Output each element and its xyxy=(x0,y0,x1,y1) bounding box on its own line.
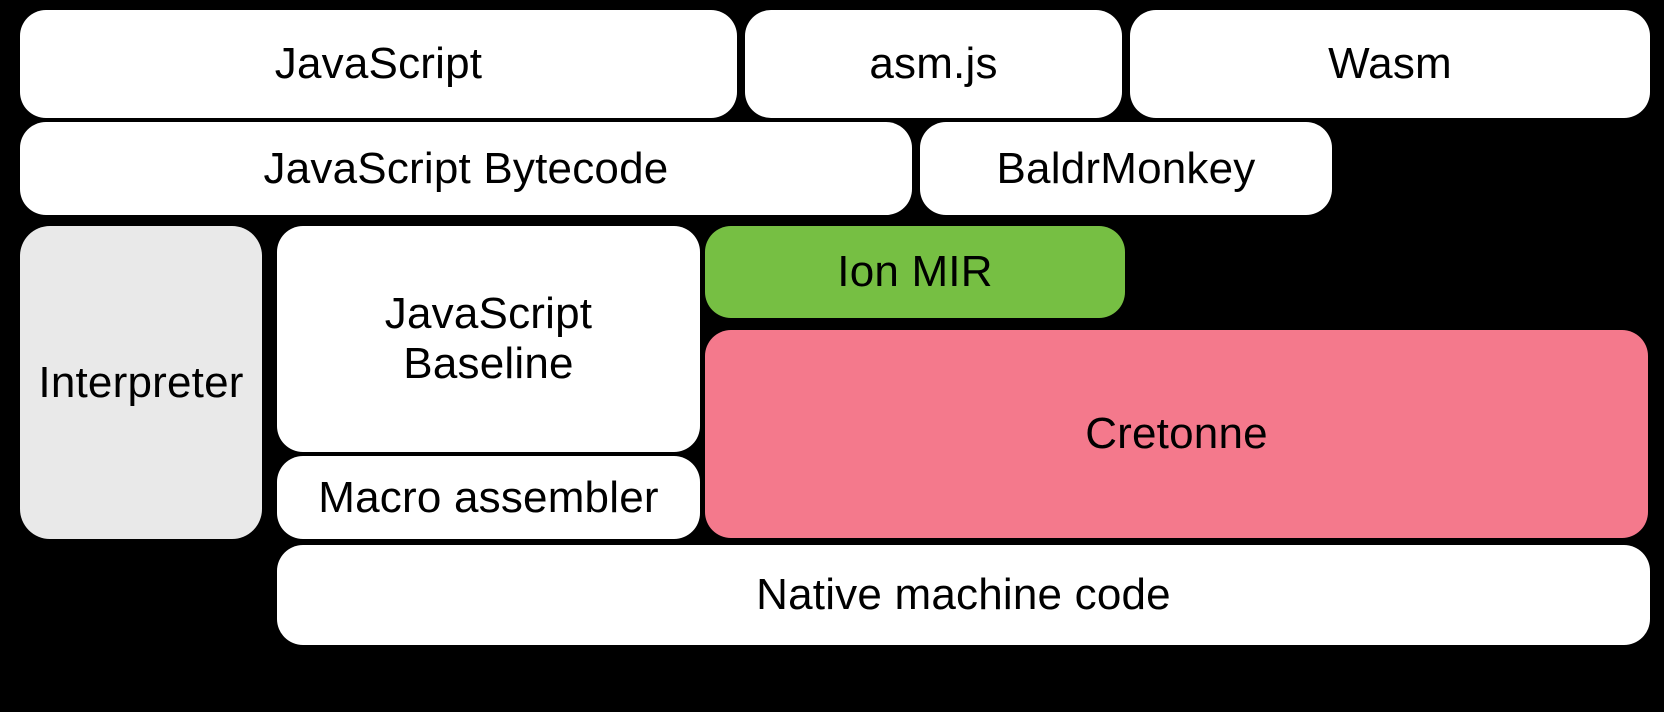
box-javascript-baseline: JavaScript Baseline xyxy=(277,226,700,452)
box-wasm: Wasm xyxy=(1130,10,1650,118)
box-native-machine-code: Native machine code xyxy=(277,545,1650,645)
box-macro-assembler: Macro assembler xyxy=(277,456,700,539)
box-interpreter: Interpreter xyxy=(20,226,262,539)
box-javascript: JavaScript xyxy=(20,10,737,118)
box-asm-js: asm.js xyxy=(745,10,1122,118)
box-ion-mir: Ion MIR xyxy=(705,226,1125,318)
box-baldrmonkey: BaldrMonkey xyxy=(920,122,1332,215)
box-cretonne: Cretonne xyxy=(705,330,1648,538)
box-javascript-bytecode: JavaScript Bytecode xyxy=(20,122,912,215)
